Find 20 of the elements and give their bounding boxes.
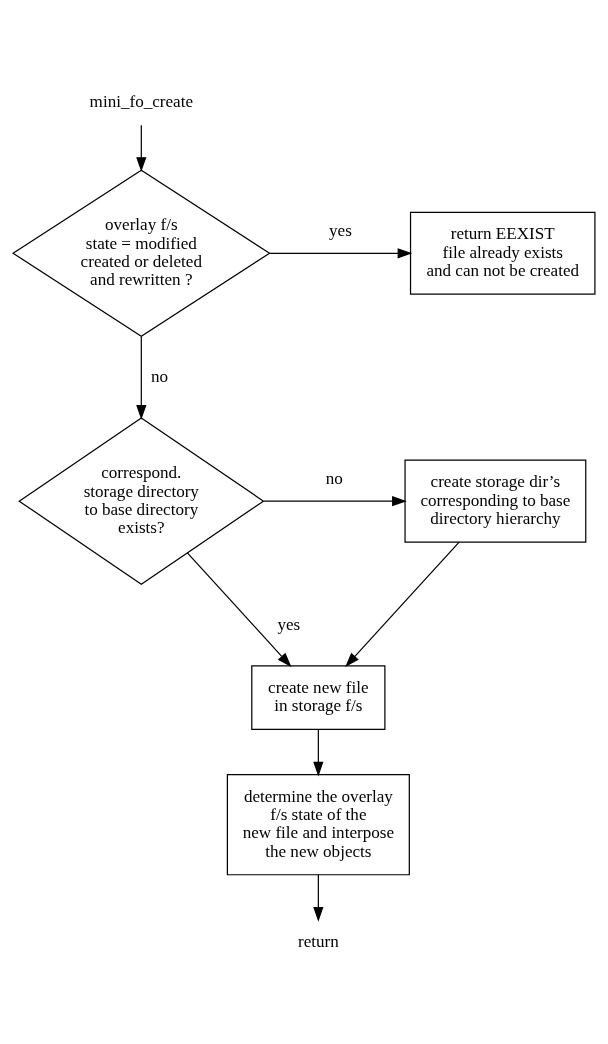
node-diamond: overlay f/s state = modified created or deleted and rewritten ? bbox=[11, 169, 271, 337]
arrow bbox=[186, 551, 292, 667]
arrow bbox=[345, 541, 460, 667]
arrow bbox=[313, 873, 324, 922]
edge-label: yes bbox=[329, 220, 352, 240]
node-box: return EEXIST file already exists and can not be created bbox=[409, 211, 596, 295]
edge-label: no bbox=[151, 366, 169, 386]
arrow bbox=[136, 124, 147, 172]
node-text: mini_fo_create bbox=[89, 91, 193, 111]
arrow bbox=[263, 495, 407, 506]
arrow bbox=[136, 335, 147, 420]
edge-label: yes bbox=[277, 614, 301, 634]
arrow bbox=[313, 728, 324, 776]
node-diamond: correspond. storage directory to base directory exists? bbox=[18, 416, 265, 585]
node-box: determine the overlay f/s state of the new file and interpose the new objects bbox=[226, 773, 410, 875]
node-text: return bbox=[297, 931, 339, 951]
edge-label: no bbox=[325, 468, 343, 488]
node-box: create storage dir’s corresponding to base directory hierarchy bbox=[404, 459, 587, 543]
arrow bbox=[269, 247, 413, 258]
node-box: create new file in storage f/s bbox=[251, 664, 386, 730]
